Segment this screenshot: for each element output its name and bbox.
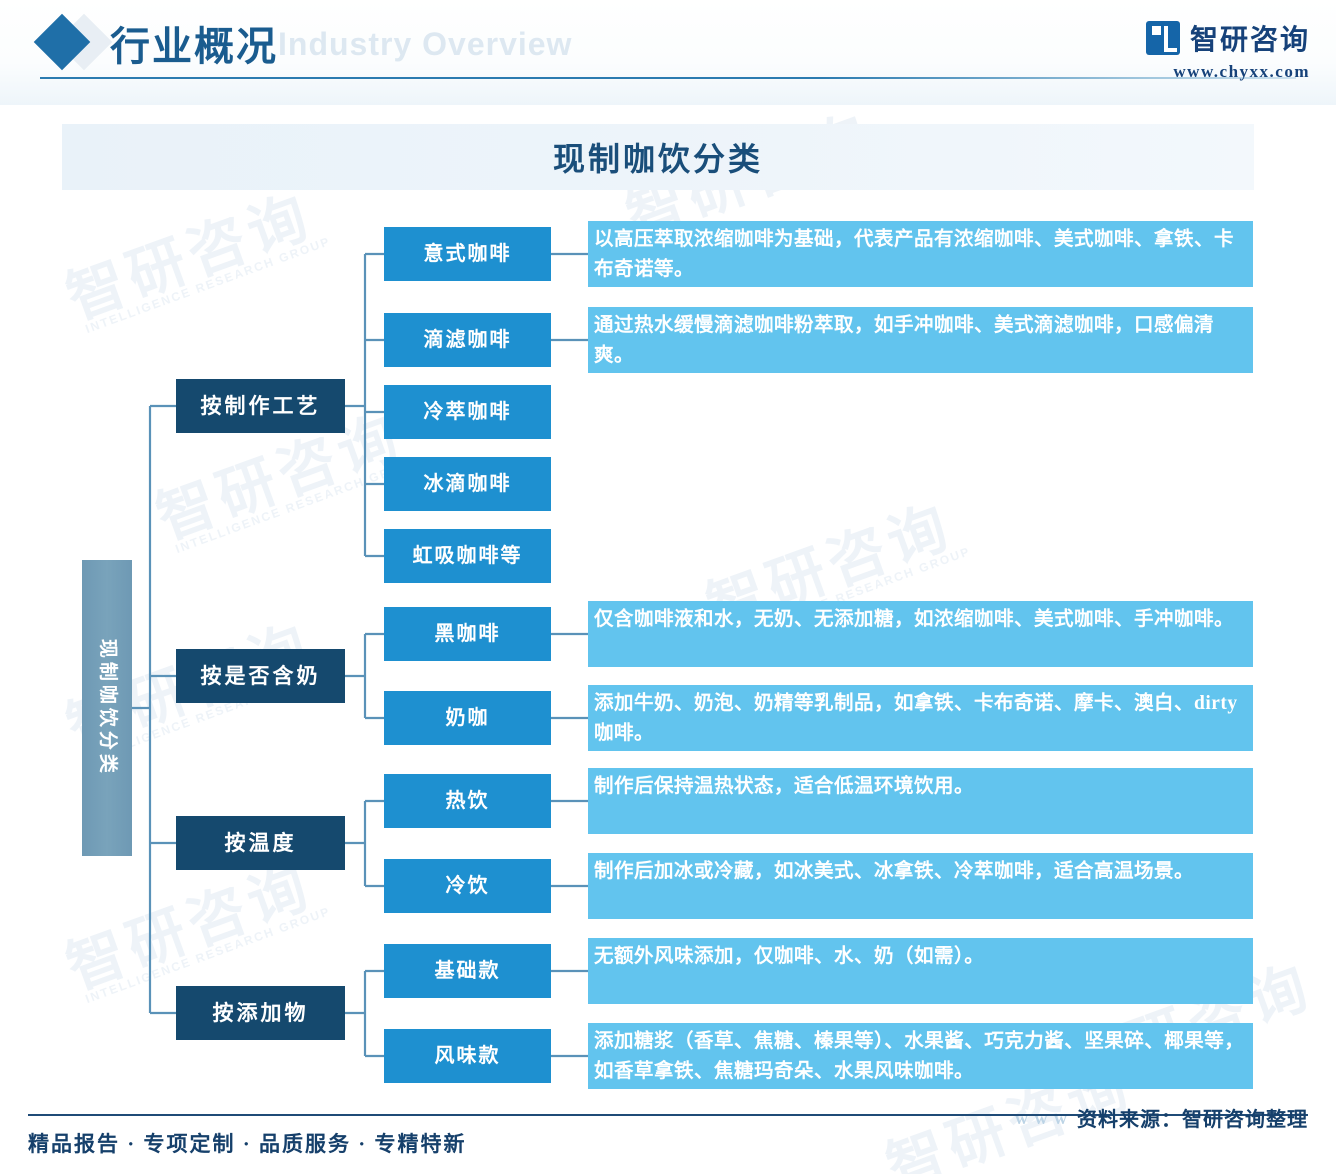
category-node-label: 按添加物 bbox=[212, 1000, 309, 1025]
category-node-1[interactable]: 按是否含奶 bbox=[176, 649, 345, 703]
description-1-0: 仅含咖啡液和水，无奶、无添加糖，如浓缩咖啡、美式咖啡、手冲咖啡。 bbox=[588, 601, 1253, 667]
leaf-node-label: 冷萃咖啡 bbox=[423, 400, 512, 423]
leaf-node-label: 黑咖啡 bbox=[434, 622, 501, 645]
page-title: 行业概况 bbox=[110, 24, 278, 69]
footer-divider bbox=[28, 1114, 1308, 1116]
leaf-node-3-0[interactable]: 基础款 bbox=[384, 944, 551, 998]
root-node[interactable]: 现制咖饮分类 bbox=[82, 560, 132, 856]
leaf-node-0-2[interactable]: 冷萃咖啡 bbox=[384, 385, 551, 439]
footer-source: 资料来源：智研咨询整理 bbox=[1077, 1109, 1308, 1131]
header-divider bbox=[40, 77, 1296, 79]
category-node-label: 按制作工艺 bbox=[200, 393, 321, 418]
leaf-node-2-1[interactable]: 冷饮 bbox=[384, 859, 551, 913]
leaf-node-3-1[interactable]: 风味款 bbox=[384, 1029, 551, 1083]
brand-block: 智研咨询 www.chyxx.com bbox=[1145, 18, 1310, 82]
leaf-node-label: 冷饮 bbox=[445, 874, 490, 897]
leaf-node-1-1[interactable]: 奶咖 bbox=[384, 691, 551, 745]
leaf-node-0-3[interactable]: 冰滴咖啡 bbox=[384, 457, 551, 511]
description-3-0: 无额外风味添加，仅咖啡、水、奶（如需）。 bbox=[588, 938, 1253, 1004]
brand-logo-icon bbox=[1145, 21, 1180, 55]
description-0-0: 以高压萃取浓缩咖啡为基础，代表产品有浓缩咖啡、美式咖啡、拿铁、卡布奇诺等。 bbox=[588, 221, 1253, 287]
leaf-node-label: 基础款 bbox=[434, 959, 501, 982]
leaf-node-2-0[interactable]: 热饮 bbox=[384, 774, 551, 828]
description-0-1: 通过热水缓慢滴滤咖啡粉萃取，如手冲咖啡、美式滴滤咖啡，口感偏清爽。 bbox=[588, 307, 1253, 373]
brand-url: www.chyxx.com bbox=[1173, 62, 1310, 81]
leaf-node-label: 虹吸咖啡等 bbox=[412, 544, 523, 567]
leaf-node-1-0[interactable]: 黑咖啡 bbox=[384, 607, 551, 661]
chart-title-banner: 现制咖饮分类 bbox=[62, 124, 1254, 190]
leaf-node-label: 滴滤咖啡 bbox=[423, 328, 512, 351]
header-subtitle: Industry Overview bbox=[278, 26, 573, 62]
leaf-node-label: 意式咖啡 bbox=[423, 242, 512, 265]
category-node-label: 按温度 bbox=[224, 830, 297, 855]
footer-tagline: 精品报告 · 专项定制 · 品质服务 · 专精特新 bbox=[28, 1132, 467, 1156]
leaf-node-0-0[interactable]: 意式咖啡 bbox=[384, 227, 551, 281]
page-header: Industry Overview 行业概况 智研咨询 www.chyxx.co… bbox=[0, 0, 1336, 105]
leaf-node-label: 风味款 bbox=[434, 1044, 501, 1067]
brand-name: 智研咨询 bbox=[1189, 25, 1310, 56]
category-node-label: 按是否含奶 bbox=[200, 663, 321, 688]
leaf-node-label: 奶咖 bbox=[445, 706, 490, 729]
description-3-1: 添加糖浆（香草、焦糖、榛果等）、水果酱、巧克力酱、坚果碎、椰果等，如香草拿铁、焦… bbox=[588, 1023, 1253, 1089]
footer-watermark-www: w w w bbox=[1015, 1108, 1068, 1128]
category-node-2[interactable]: 按温度 bbox=[176, 816, 345, 870]
chart-title: 现制咖饮分类 bbox=[552, 141, 763, 177]
leaf-node-label: 冰滴咖啡 bbox=[423, 472, 512, 495]
description-2-1: 制作后加冰或冷藏，如冰美式、冰拿铁、冷萃咖啡，适合高温场景。 bbox=[588, 853, 1253, 919]
category-node-3[interactable]: 按添加物 bbox=[176, 986, 345, 1040]
leaf-node-label: 热饮 bbox=[445, 789, 490, 812]
leaf-node-0-1[interactable]: 滴滤咖啡 bbox=[384, 313, 551, 367]
root-node-label: 现制咖饮分类 bbox=[96, 638, 118, 778]
description-1-1: 添加牛奶、奶泡、奶精等乳制品，如拿铁、卡布奇诺、摩卡、澳白、dirty咖啡。 bbox=[588, 685, 1253, 751]
category-node-0[interactable]: 按制作工艺 bbox=[176, 379, 345, 433]
description-2-0: 制作后保持温热状态，适合低温环境饮用。 bbox=[588, 768, 1253, 834]
leaf-node-0-4[interactable]: 虹吸咖啡等 bbox=[384, 529, 551, 583]
